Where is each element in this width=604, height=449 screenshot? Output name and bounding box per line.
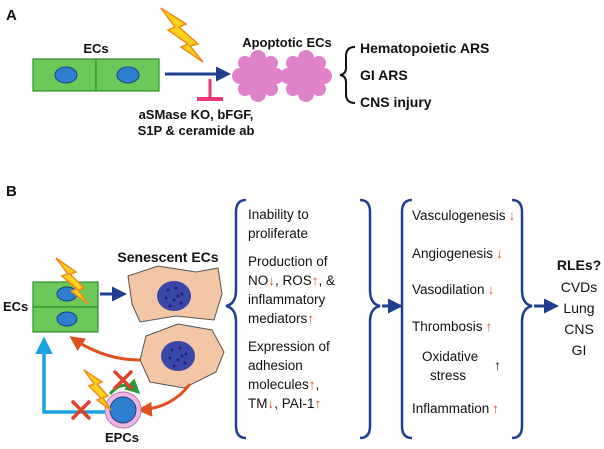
senescent-cell-1 xyxy=(127,265,223,323)
box1-item1-line2: proliferate xyxy=(248,226,308,241)
inhibitors-line2: S1P & ceramide ab xyxy=(138,123,255,138)
box2-inflammation: Inflammation↑ xyxy=(412,401,499,416)
ec-cells-a xyxy=(32,58,160,92)
block-x-mark-2 xyxy=(71,400,91,420)
block-x-mark-1 xyxy=(113,370,133,390)
down-arrow-vasodilation: ↓ xyxy=(488,282,495,297)
inhibitor-bar xyxy=(197,79,223,101)
senescent-ecs-label: Senescent ECs xyxy=(117,249,218,265)
box2-vasodilation: Vasodilation↓ xyxy=(412,282,494,297)
apoptotic-ecs-label: Apoptotic ECs xyxy=(242,35,332,50)
box1-item3-line4: TM↓, PAI-1↑ xyxy=(248,396,321,411)
comma-text: , xyxy=(316,377,320,392)
arrow-senescent-to-epcs xyxy=(137,383,192,417)
pai1-text: , PAI-1 xyxy=(274,396,314,411)
brace-box1-left xyxy=(225,198,247,440)
box1-item3-line1: Expression of xyxy=(248,339,330,354)
tm-text: TM xyxy=(248,396,268,411)
box1-item2-line1: Production of xyxy=(248,254,328,269)
ec-cells-b xyxy=(32,281,99,333)
rles-title: RLEs? xyxy=(557,257,601,273)
ros-text: , ROS xyxy=(275,273,312,288)
box1-item2-line4: mediators↑ xyxy=(248,311,314,326)
mediators-text: mediators xyxy=(248,311,308,326)
up-arrow-pai1: ↑ xyxy=(315,396,322,411)
radiation-lightning-icon-b1 xyxy=(55,257,89,305)
rle-cvds: CVDs xyxy=(561,279,598,295)
apoptotic-cell-1 xyxy=(232,50,284,102)
senescent-cell-2 xyxy=(139,323,225,389)
box1-item1-line1: Inability to xyxy=(248,207,309,222)
up-arrow-thrombosis: ↑ xyxy=(486,319,493,334)
up-arrow-oxidative-stress: ↑ xyxy=(494,357,501,373)
outcome-gi-ars: GI ARS xyxy=(360,67,408,83)
epc-self-renewal-arrow xyxy=(108,378,141,395)
brace-box2-left xyxy=(400,198,413,440)
and-text: , & xyxy=(319,273,336,288)
radiation-lightning-icon-a xyxy=(160,7,204,63)
epcs-label: EPCs xyxy=(105,430,139,445)
outcome-hematopoietic-ars: Hematopoietic ARS xyxy=(360,40,489,56)
rle-gi: GI xyxy=(572,342,587,358)
apoptotic-cell-2 xyxy=(280,50,332,102)
brace-box1-right xyxy=(359,198,381,440)
epc-cell xyxy=(104,391,142,429)
box1-item2-line2: NO↓, ROS↑, & xyxy=(248,273,335,288)
up-arrow-ros: ↑ xyxy=(312,273,319,288)
up-arrow-molecules: ↑ xyxy=(309,377,316,392)
box2-angiogenesis: Angiogenesis↓ xyxy=(412,246,503,261)
outcome-cns-injury: CNS injury xyxy=(360,94,432,110)
box1-item3-line3: molecules↑, xyxy=(248,377,319,392)
ecs-label-a: ECs xyxy=(83,41,108,56)
panel-a-label: A xyxy=(6,7,17,24)
box2-vasculogenesis: Vasculogenesis↓ xyxy=(412,208,515,223)
rle-lung: Lung xyxy=(563,300,594,316)
box2-oxidative: Oxidative xyxy=(422,349,478,364)
panel-b-label: B xyxy=(6,183,17,200)
brace-box2-right xyxy=(511,198,533,440)
down-arrow-no: ↓ xyxy=(268,273,275,288)
box1-item2-line3: inflammatory xyxy=(248,292,326,307)
box1-item3-line2: adhesion xyxy=(248,358,303,373)
down-arrow-tm: ↓ xyxy=(268,396,275,411)
rle-cns: CNS xyxy=(564,321,594,337)
brace-a xyxy=(339,46,356,104)
molecules-text: molecules xyxy=(248,377,309,392)
no-text: NO xyxy=(248,273,268,288)
radiation-lightning-icon-b2 xyxy=(83,369,112,411)
box2-thrombosis: Thrombosis↑ xyxy=(412,319,492,334)
down-arrow-angiogenesis: ↓ xyxy=(496,246,503,261)
box2-stress: stress xyxy=(430,368,466,383)
up-arrow-mediators: ↑ xyxy=(307,311,314,326)
up-arrow-inflammation: ↑ xyxy=(492,401,499,416)
down-arrow-vasculogenesis: ↓ xyxy=(509,208,516,223)
arrow-senescent-to-ecs xyxy=(69,336,141,362)
inhibitors-line1: aSMase KO, bFGF, xyxy=(139,107,254,122)
ecs-label-b: ECs xyxy=(3,299,28,314)
